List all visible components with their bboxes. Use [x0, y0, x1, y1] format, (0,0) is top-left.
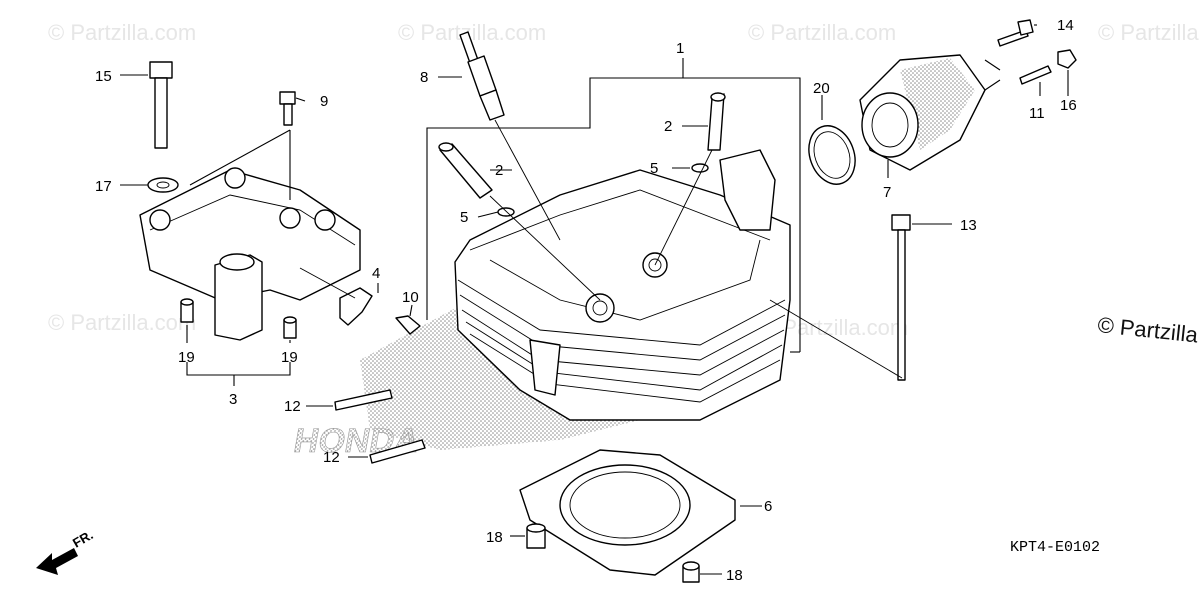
callout-1: 1: [676, 40, 684, 57]
valve-guide-a: [438, 142, 601, 301]
callout-2: 2: [495, 162, 503, 179]
callout-9: 9: [320, 93, 328, 110]
front-label: FR.: [70, 527, 96, 550]
dowel-18b: [682, 561, 700, 583]
watermark-text: © Partzilla: [1096, 312, 1199, 347]
callout-3: 3: [229, 391, 237, 408]
honda-brand-text: HONDA: [291, 422, 422, 460]
dowel-18a: [526, 523, 546, 549]
bolt-10: [395, 315, 421, 335]
callout-6: 6: [764, 498, 772, 515]
bracket-3: [186, 362, 291, 376]
watermark-text: © Partzilla.com: [48, 20, 196, 45]
bolt-11: [1019, 65, 1052, 85]
diagram-code: KPT4-E0102: [1010, 539, 1100, 556]
intake-insulator: [859, 54, 986, 171]
callout-5: 5: [460, 209, 468, 226]
bracket-7-upper: [984, 59, 1001, 91]
callout-13: 13: [960, 217, 977, 234]
callout-4: 4: [372, 265, 380, 282]
bolt-15: [147, 61, 179, 193]
watermark-text: © Partzilla.com: [1098, 20, 1200, 45]
assembly-bracket-1: [426, 58, 801, 353]
callout-8: 8: [420, 69, 428, 86]
bolt-13: [891, 214, 911, 381]
watermark-text: © Partzilla.com: [48, 310, 196, 335]
o-ring: [808, 125, 856, 185]
callout-15: 15: [95, 68, 112, 85]
bolt-14: [997, 19, 1034, 47]
callout-19: 19: [281, 349, 298, 366]
stud-12a: [334, 389, 393, 411]
front-arrow-icon: [36, 548, 78, 575]
callout-5: 5: [650, 160, 658, 177]
callout-2: 2: [664, 118, 672, 135]
callout-18: 18: [486, 529, 503, 546]
head-gasket: [519, 449, 736, 576]
callouts: 1 2 2 3 4 5 5 6 7 8 9 10 11 12 12 13 14 …: [95, 17, 1077, 584]
callout-18: 18: [726, 567, 743, 584]
watermark-text: © Partzilla.com: [748, 20, 896, 45]
callout-14: 14: [1057, 17, 1074, 34]
bolt-9: [279, 91, 296, 126]
cylinder-head: [454, 149, 791, 421]
leader-13: [769, 299, 903, 379]
callout-17: 17: [95, 178, 112, 195]
rocker-holder: [139, 129, 361, 341]
valve-guide-b: [654, 92, 726, 266]
callout-16: 16: [1060, 97, 1077, 114]
leader-lines: [120, 24, 1069, 575]
callout-7: 7: [883, 184, 891, 201]
front-arrow: FR.: [36, 527, 96, 575]
callout-11: 11: [1029, 105, 1045, 122]
callout-12: 12: [284, 398, 301, 415]
nut-16: [1057, 49, 1077, 69]
callout-12: 12: [323, 449, 340, 466]
dowel-19b: [283, 316, 297, 339]
callout-19: 19: [178, 349, 195, 366]
watermarks: © Partzilla.com © Partzilla.com © Partzi…: [48, 20, 1200, 348]
dowel-19a: [180, 298, 194, 323]
bracket-4: [299, 267, 373, 326]
watermark-text: © Partzilla.com: [398, 20, 546, 45]
stud-12b: [369, 439, 426, 464]
callout-20: 20: [813, 80, 830, 97]
callout-10: 10: [402, 289, 419, 306]
o-ring-inner: [813, 131, 851, 179]
spark-plug: [459, 31, 561, 241]
